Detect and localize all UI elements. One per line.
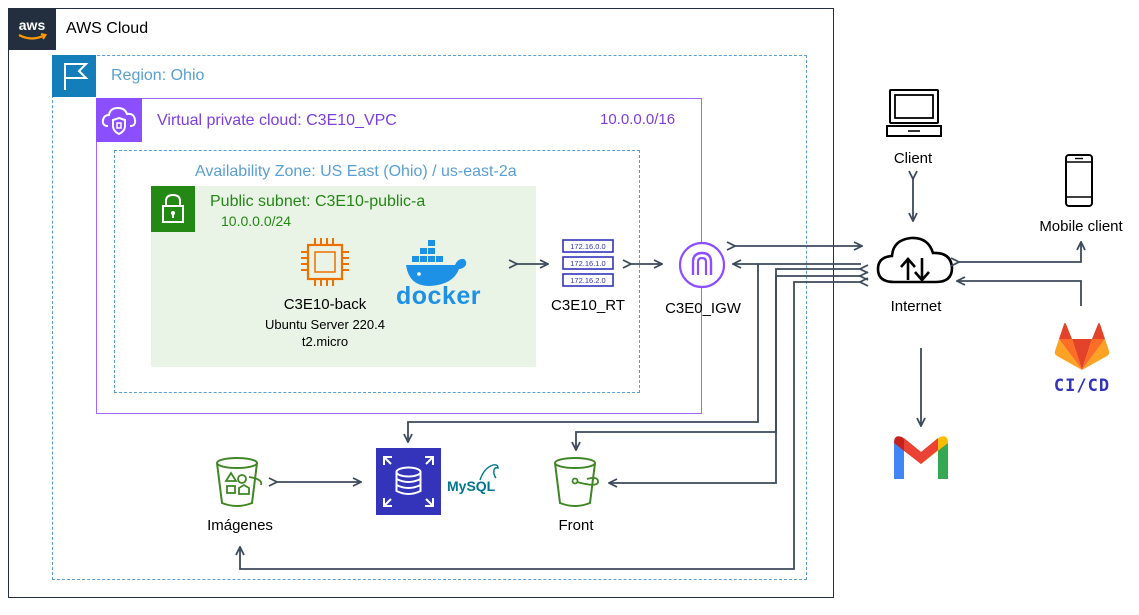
arrow-cicd-internet [958, 281, 1082, 306]
vpc-label: Virtual private cloud: C3E10_VPC [157, 112, 397, 129]
subnet-label: Public subnet: C3E10-public-a [210, 193, 426, 210]
arrow-internet-images [240, 282, 861, 570]
gmail-icon [890, 431, 952, 481]
laptop-icon [886, 87, 942, 139]
arrow-internet-mobile [958, 243, 1081, 262]
route-entry-1: 172.16.0.0 [570, 242, 605, 251]
vpc-icon [96, 98, 142, 142]
mobile-phone-icon [1064, 153, 1094, 208]
region-label: Region: Ohio [111, 67, 205, 84]
client-label: Client [893, 150, 933, 167]
gitlab-fox-icon [1054, 322, 1110, 372]
lock-icon [151, 186, 195, 232]
aws-cloud-label: AWS Cloud [66, 20, 149, 37]
region-flag-icon [52, 55, 96, 97]
mobile-client-label: Mobile client [1039, 218, 1123, 235]
internet-cloud-icon [874, 230, 956, 290]
cicd-label: CI/CD [1053, 376, 1111, 396]
arrow-internet-rds [408, 263, 861, 441]
aws-logo-text: aws [19, 17, 46, 33]
az-label: Availability Zone: US East (Ohio) / us-e… [195, 163, 517, 180]
route-entry-2: 172.16.1.0 [570, 259, 605, 268]
arrow-internet-front-side [610, 276, 861, 483]
subnet-cidr: 10.0.0.0/24 [221, 213, 292, 229]
internet-label: Internet [890, 298, 942, 315]
vpc-cidr: 10.0.0.0/16 [600, 111, 676, 128]
aws-logo-icon: aws [8, 8, 56, 50]
